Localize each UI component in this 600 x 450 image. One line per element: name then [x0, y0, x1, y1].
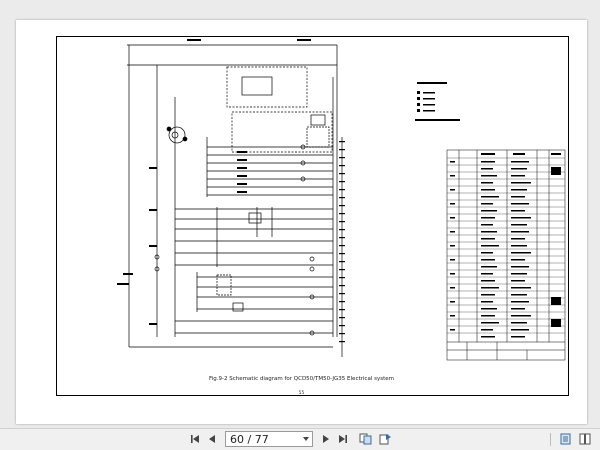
pdf-page: Fig.9-2 Schematic diagram for QCD50/TM50…	[16, 20, 587, 424]
toolbar-divider	[550, 433, 551, 446]
navigation-toolbar: 60 / 77	[0, 428, 600, 450]
drawing-frame	[56, 36, 569, 396]
figure-caption: Fig.9-2 Schematic diagram for QCD50/TM50…	[209, 376, 394, 382]
next-page-icon[interactable]	[320, 432, 332, 446]
electrical-schematic	[117, 39, 566, 361]
page-number: 55	[298, 391, 305, 396]
skip-to-start-icon[interactable]	[188, 432, 202, 446]
single-page-view-icon[interactable]	[558, 432, 572, 446]
previous-page-icon[interactable]	[206, 432, 218, 446]
chevron-down-icon[interactable]	[303, 437, 309, 441]
skip-to-end-icon[interactable]	[336, 432, 350, 446]
document-viewport[interactable]: Fig.9-2 Schematic diagram for QCD50/TM50…	[0, 0, 600, 428]
page-select[interactable]: 60 / 77	[225, 431, 313, 447]
page-select-value: 60 / 77	[230, 433, 269, 446]
copy-page-icon[interactable]	[357, 432, 373, 446]
two-page-view-icon[interactable]	[578, 432, 592, 446]
export-page-icon[interactable]	[377, 432, 393, 446]
